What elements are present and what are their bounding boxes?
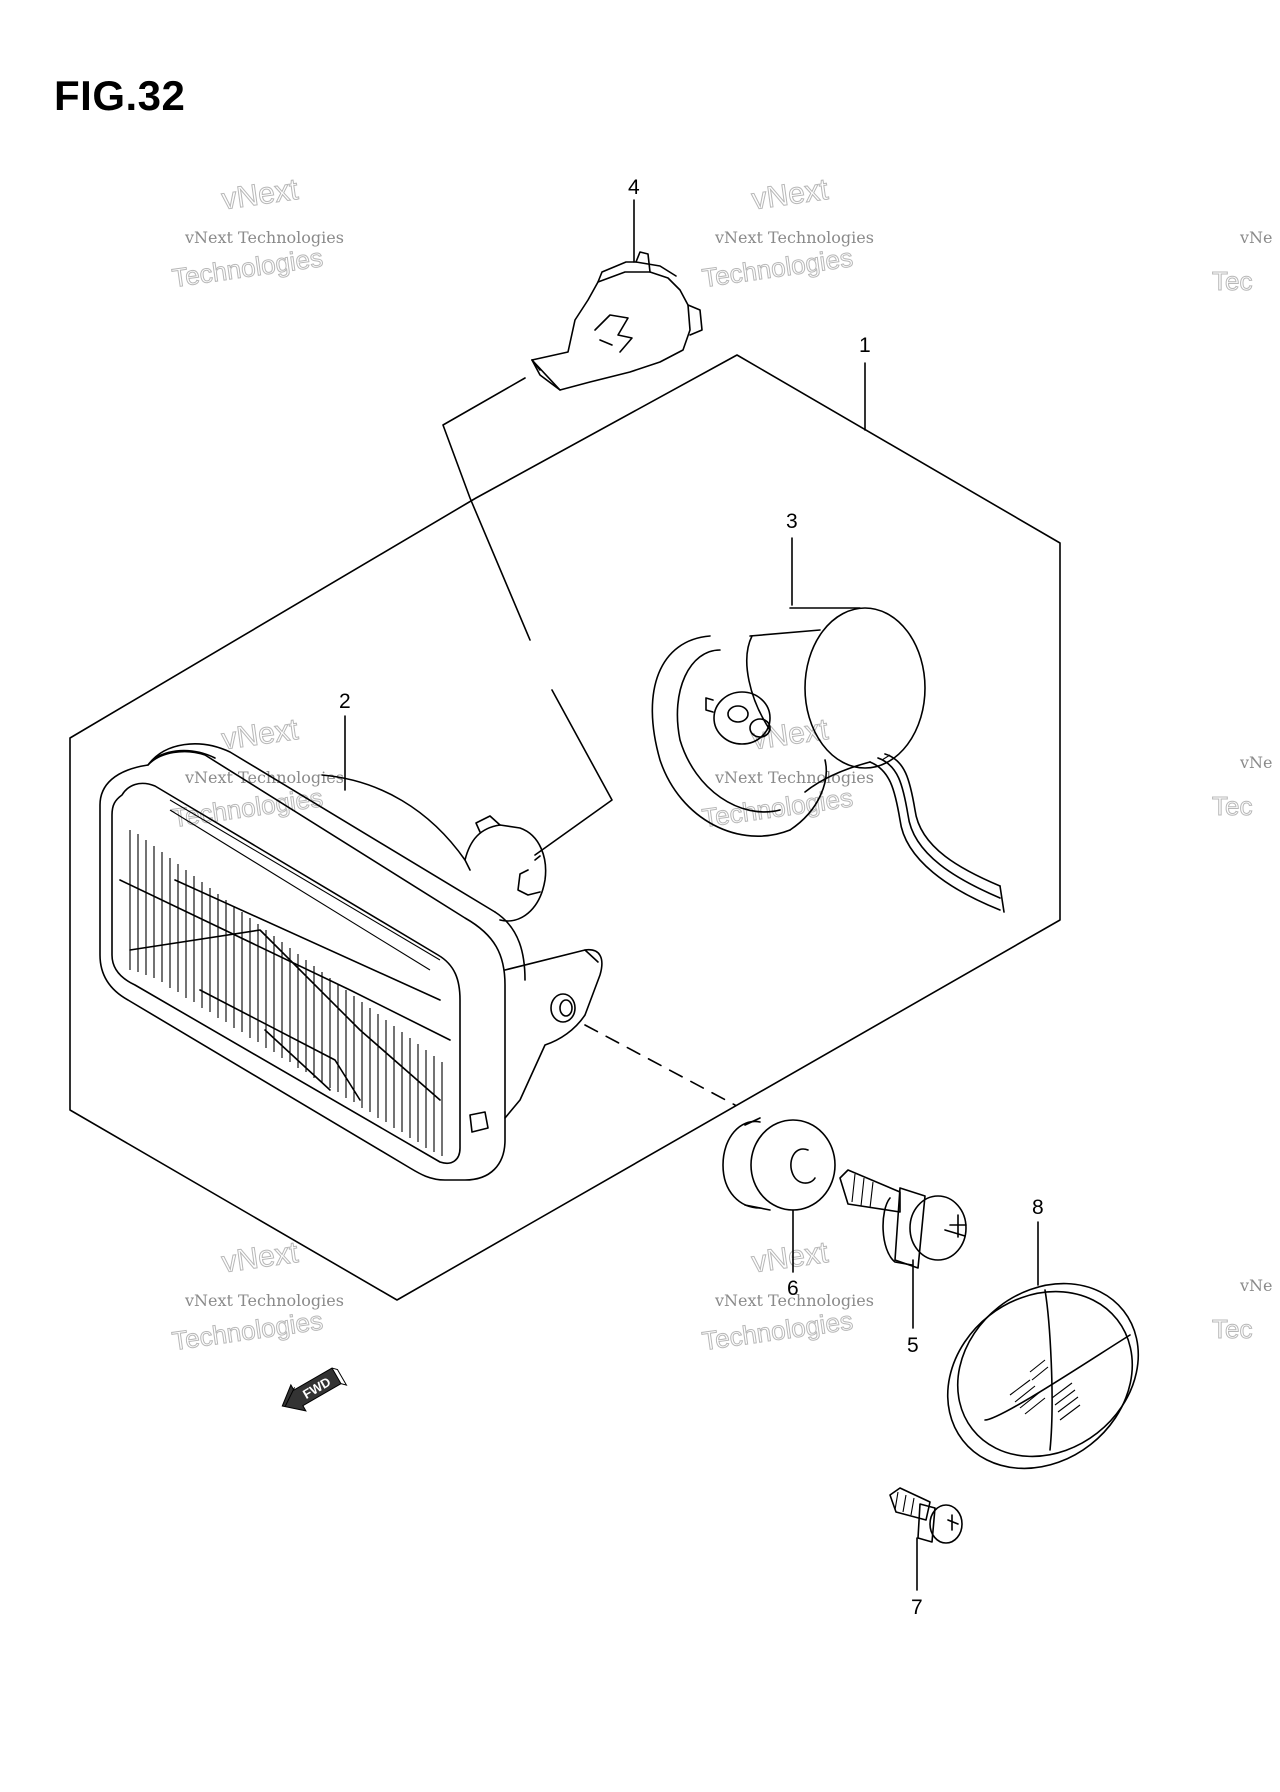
lens-pattern <box>129 830 443 1156</box>
callout-1[interactable]: 1 <box>859 334 871 357</box>
svg-text:Tec: Tec <box>1212 791 1252 821</box>
watermark: vNext vNext Technologies Technologies <box>700 713 874 834</box>
cover-hatch <box>1009 1359 1081 1421</box>
svg-text:vNext: vNext <box>750 173 831 216</box>
part-8-cover <box>946 1282 1140 1470</box>
watermark: vNext vNext Technologies Technologies <box>700 173 874 294</box>
bulb-insertion-line <box>442 377 613 861</box>
watermark-group: vNext vNext Technologies Technologies vN… <box>170 173 1273 1357</box>
svg-text:Technologies: Technologies <box>700 1305 854 1356</box>
callout-5[interactable]: 5 <box>907 1334 919 1357</box>
part-3-socket <box>651 607 1005 913</box>
svg-text:vNext Technologies: vNext Technologies <box>714 1291 874 1310</box>
svg-text:vNext: vNext <box>750 1236 831 1279</box>
callout-4[interactable]: 4 <box>628 176 640 199</box>
fwd-arrow-icon: FWD <box>281 1367 348 1412</box>
svg-text:Technologies: Technologies <box>170 1305 324 1356</box>
callout-7[interactable]: 7 <box>911 1596 923 1619</box>
callout-8[interactable]: 8 <box>1032 1196 1044 1219</box>
svg-text:vNext: vNext <box>220 1236 301 1279</box>
svg-text:vNext Technologies: vNext Technologies <box>714 228 874 247</box>
part-4-bulb <box>531 251 703 391</box>
svg-text:vNe: vNe <box>1239 753 1273 772</box>
watermark: vNext vNext Technologies Technologies <box>170 173 344 294</box>
svg-text:vNext: vNext <box>220 713 301 756</box>
watermark: vNext vNext Technologies Technologies <box>170 1236 344 1357</box>
svg-text:vNext Technologies: vNext Technologies <box>184 228 344 247</box>
svg-text:Technologies: Technologies <box>170 242 324 293</box>
part-5-screw <box>839 1169 967 1269</box>
watermark: vNext vNext Technologies Technologies <box>170 713 344 834</box>
part-6-grommet <box>722 1117 836 1211</box>
assembly-outline <box>69 354 1061 1301</box>
svg-text:vNext Technologies: vNext Technologies <box>184 1291 344 1310</box>
figure-title: FIG.32 <box>54 72 186 119</box>
callouts: 1 2 3 4 5 6 7 8 <box>339 176 1044 1619</box>
watermark-cut: vNe Tec vNe Tec vNe Tec <box>1212 228 1273 1345</box>
svg-text:vNext: vNext <box>220 173 301 216</box>
callout-2[interactable]: 2 <box>339 690 351 713</box>
svg-text:vNe: vNe <box>1239 228 1273 247</box>
svg-text:Tec: Tec <box>1212 266 1252 296</box>
leader-lines <box>344 199 1039 1591</box>
svg-text:vNext Technologies: vNext Technologies <box>714 768 874 787</box>
svg-text:Tec: Tec <box>1212 1314 1252 1344</box>
callout-6[interactable]: 6 <box>787 1277 799 1300</box>
part-2-headlamp <box>99 743 603 1181</box>
part-7-screw <box>889 1487 963 1544</box>
watermark: vNext vNext Technologies Technologies <box>700 1236 874 1357</box>
svg-text:Technologies: Technologies <box>700 782 854 833</box>
callout-3[interactable]: 3 <box>786 510 798 533</box>
adjuster-dash-line <box>584 1024 736 1106</box>
svg-text:Technologies: Technologies <box>170 782 324 833</box>
svg-text:vNext Technologies: vNext Technologies <box>184 768 344 787</box>
svg-text:vNe: vNe <box>1239 1276 1273 1295</box>
svg-text:Technologies: Technologies <box>700 242 854 293</box>
